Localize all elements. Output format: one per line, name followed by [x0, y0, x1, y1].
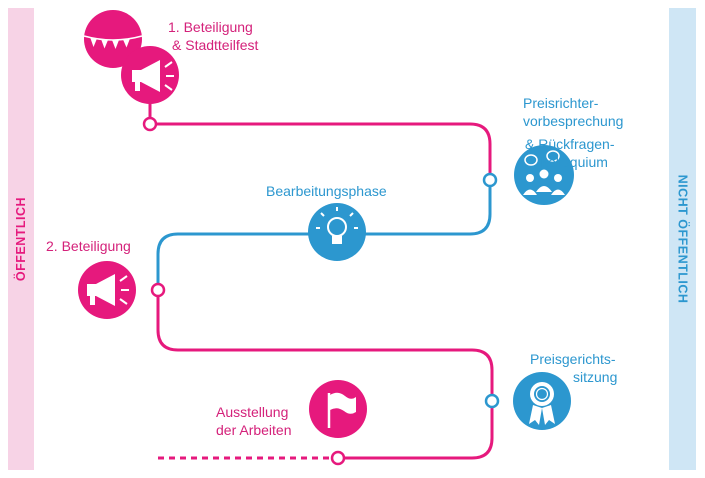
award-ribbon-icon	[513, 372, 571, 430]
stage3-label: Bearbeitungsphase	[266, 183, 387, 199]
megaphone-icon-stage1	[121, 46, 179, 104]
node-stage5	[484, 393, 500, 409]
stage6-label-line2: der Arbeiten	[216, 422, 292, 438]
node-stage2	[482, 172, 498, 188]
stage6-label-line1: Ausstellung	[216, 404, 289, 420]
stage1-label: 1. Beteiligung & Stadtteilfest	[168, 18, 258, 54]
stage2-label: Preisrichter- vorbesprechung & Rückfrage…	[523, 94, 623, 171]
bunting-icon	[83, 10, 143, 68]
node-stage4	[150, 282, 166, 298]
stage6-label: Ausstellung der Arbeiten	[216, 403, 292, 439]
path-segment-3	[156, 290, 494, 460]
path-nodes	[142, 116, 500, 466]
stage2-label-line2: vorbesprechung	[523, 113, 624, 129]
node-stage1	[142, 116, 158, 132]
megaphone-icon-stage4	[78, 261, 136, 319]
public-sidebar: ÖFFENTLICH	[8, 8, 34, 470]
stage5-label: Preisgerichts- sitzung	[530, 350, 617, 386]
stage5-label-line1: Preisgerichts-	[530, 351, 616, 367]
node-stage6	[330, 450, 346, 466]
lightbulb-icon	[308, 203, 366, 261]
stage2-label-line3: & Rückfragen-	[525, 136, 615, 152]
stage2-label-line1: Preisrichter-	[523, 95, 599, 111]
flag-icon	[309, 380, 367, 438]
stage5-label-line2: sitzung	[573, 369, 618, 385]
path-segment-1	[148, 100, 492, 180]
people-speech-icon	[514, 145, 574, 205]
stage4-label: 2. Beteiligung	[46, 238, 131, 254]
stage2-label-line4: kolloquium	[541, 154, 608, 170]
stage1-label-line1: 1. Beteiligung	[168, 19, 253, 35]
non-public-sidebar: NICHT ÖFFENTLICH	[669, 8, 696, 470]
stage1-label-line2: & Stadtteilfest	[172, 37, 259, 53]
